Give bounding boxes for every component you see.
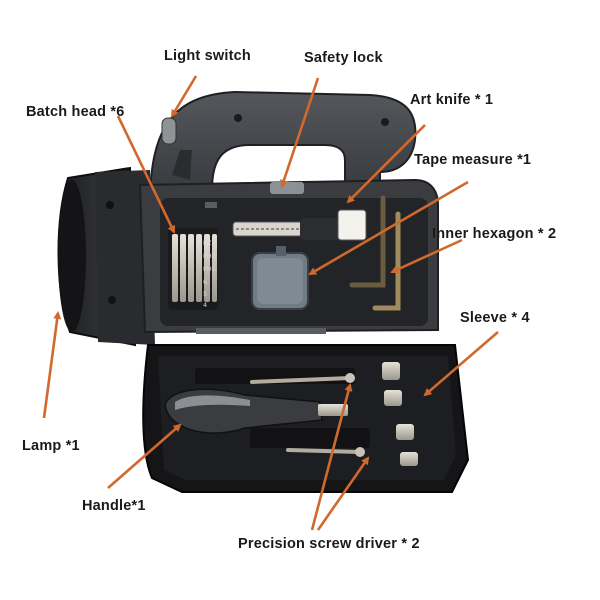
precision-screwdrivers	[250, 373, 365, 457]
bit-holder	[168, 228, 218, 310]
label-inner-hexagon: Inner hexagon * 2	[432, 226, 557, 242]
label-sleeve: Sleeve * 4	[460, 310, 530, 326]
arrow-tape-measure	[308, 180, 469, 276]
label-art-knife: Art knife * 1	[410, 92, 494, 108]
label-lamp: Lamp *1	[22, 438, 80, 454]
arrow-inner-hexagon	[390, 238, 463, 274]
hex-keys	[349, 195, 401, 311]
label-batch-head: Batch head *6	[26, 104, 125, 120]
label-safety-lock: Safety lock	[304, 50, 383, 66]
label-tape-measure: Tape measure *1	[414, 152, 532, 168]
bit-marking: 5	[203, 290, 207, 298]
label-precision-screw-driver: Precision screw driver * 2	[238, 536, 420, 552]
arrow-sleeve	[423, 331, 499, 397]
label-handle: Handle*1	[82, 498, 146, 514]
arrow-handle	[107, 423, 182, 489]
arrow-screwdriver-1	[310, 383, 353, 531]
arrow-light-switch	[170, 75, 198, 118]
bit-marking: 4	[203, 301, 207, 309]
tape-measure	[251, 246, 309, 310]
arrow-screwdriver-2	[316, 456, 370, 531]
safety-lock-latch	[270, 182, 304, 194]
screwdriver-handle	[164, 388, 348, 434]
bit-marking: 6	[203, 278, 207, 286]
label-light-switch: Light switch	[164, 48, 251, 64]
sockets	[382, 362, 418, 466]
bit-marking: PH1	[203, 265, 216, 273]
arrow-lamp	[42, 311, 62, 419]
light-switch-button	[161, 117, 177, 145]
bit-marking: PH2	[203, 252, 216, 260]
arrow-batch-head	[116, 115, 176, 234]
arrow-art-knife	[346, 124, 426, 204]
arrow-safety-lock	[280, 77, 320, 188]
art-knife	[232, 209, 367, 241]
bit-marking: PZ1	[203, 239, 216, 247]
